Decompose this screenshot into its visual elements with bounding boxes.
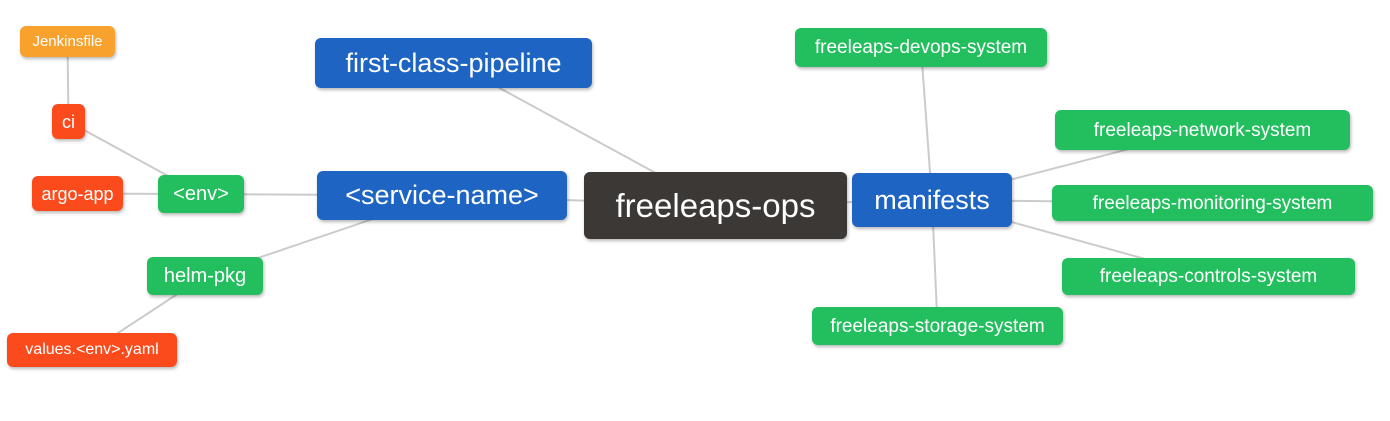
node-jenkinsfile[interactable]: Jenkinsfile — [20, 26, 115, 57]
node-env[interactable]: <env> — [158, 175, 244, 213]
node-helm-pkg[interactable]: helm-pkg — [147, 257, 263, 295]
node-freeleaps-storage-system[interactable]: freeleaps-storage-system — [812, 307, 1063, 345]
node-freeleaps-monitoring-system[interactable]: freeleaps-monitoring-system — [1052, 185, 1373, 221]
node-freeleaps-devops-system[interactable]: freeleaps-devops-system — [795, 28, 1047, 67]
node-freeleaps-network-system[interactable]: freeleaps-network-system — [1055, 110, 1350, 150]
node-freeleaps-ops[interactable]: freeleaps-ops — [584, 172, 847, 239]
node-ci[interactable]: ci — [52, 104, 85, 139]
node-first-class-pipeline[interactable]: first-class-pipeline — [315, 38, 592, 88]
node-service-name[interactable]: <service-name> — [317, 171, 567, 220]
node-argo-app[interactable]: argo-app — [32, 176, 123, 211]
node-manifests[interactable]: manifests — [852, 173, 1012, 227]
node-values-env-yaml[interactable]: values.<env>.yaml — [7, 333, 177, 367]
node-freeleaps-controls-system[interactable]: freeleaps-controls-system — [1062, 258, 1355, 295]
